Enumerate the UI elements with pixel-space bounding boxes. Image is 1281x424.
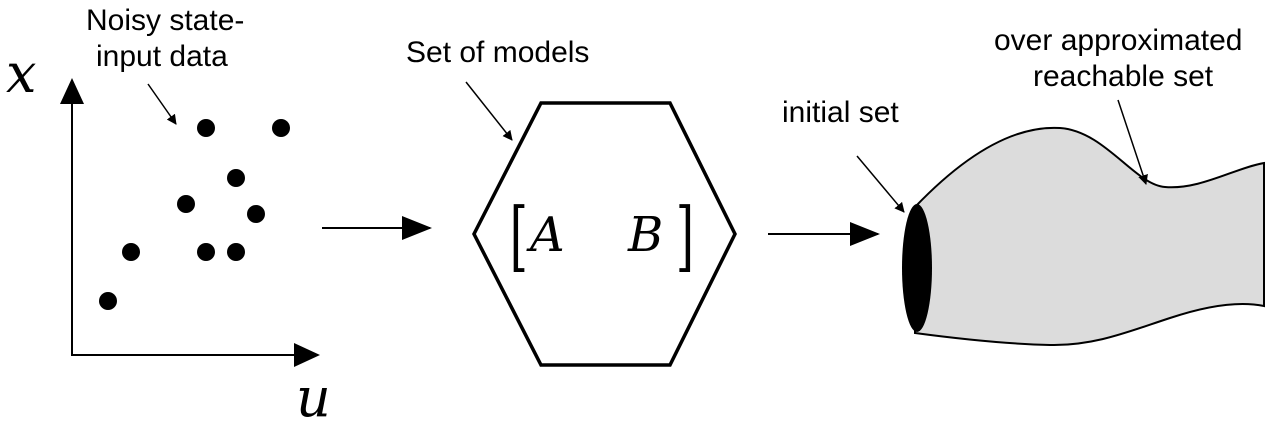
- data-point: [197, 243, 215, 261]
- data-point: [177, 195, 195, 213]
- data-point: [227, 243, 245, 261]
- matrix-right-bracket: ]: [676, 191, 694, 280]
- data-panel: Noisy state- input data x u: [6, 4, 331, 424]
- initial-set: [902, 204, 932, 332]
- reachable-set-tube: [914, 126, 1265, 347]
- reachable-label-line1: over approximated: [994, 24, 1242, 57]
- models-caption: Set of models: [406, 36, 589, 69]
- models-caption-leader: [465, 81, 513, 141]
- reachable-leader: [1117, 99, 1148, 185]
- x-axis-symbol: u: [296, 366, 331, 424]
- initial-set-label: initial set: [782, 96, 899, 129]
- x-axis-arrowhead: [294, 343, 320, 367]
- data-point: [99, 292, 117, 310]
- y-axis-symbol: x: [6, 42, 36, 105]
- model-panel: Set of models [ A B ]: [406, 36, 737, 367]
- scatter-points: [99, 119, 290, 310]
- reachable-label-line2: reachable set: [1033, 60, 1214, 93]
- y-axis-arrowhead: [60, 78, 84, 104]
- data-caption-line2: input data: [96, 40, 228, 73]
- initial-set-leader: [856, 155, 905, 213]
- matrix-entry-a: A: [526, 207, 565, 263]
- data-point: [272, 119, 290, 137]
- data-point: [247, 205, 265, 223]
- model-set-hexagon: [472, 101, 737, 367]
- matrix-left-bracket: [: [510, 191, 528, 280]
- data-point: [122, 243, 140, 261]
- data-caption-line1: Noisy state-: [86, 4, 244, 37]
- data-point: [197, 119, 215, 137]
- reach-panel: initial set over approximated reachable …: [782, 24, 1265, 347]
- data-point: [227, 169, 245, 187]
- data-caption-leader: [147, 83, 177, 125]
- matrix-entry-b: B: [627, 207, 663, 263]
